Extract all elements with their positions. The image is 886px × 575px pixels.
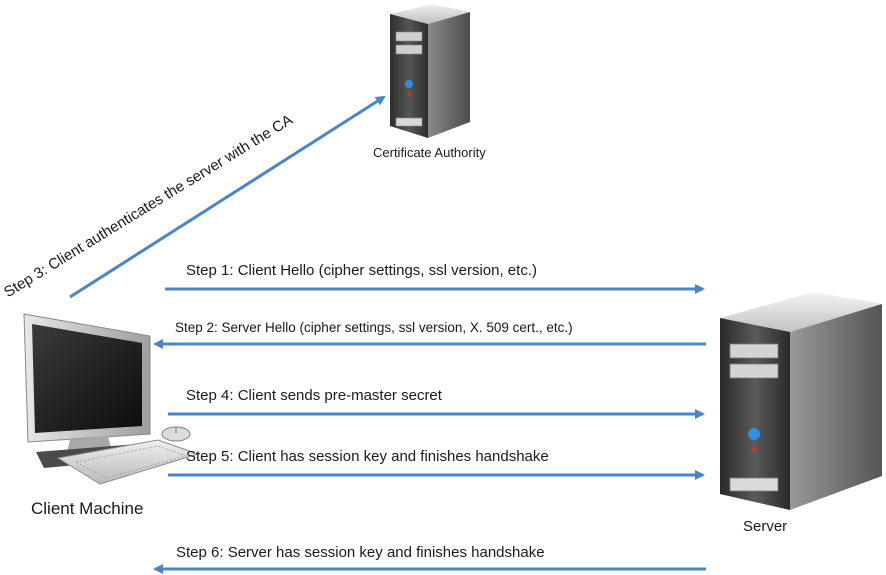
server-label: Server bbox=[743, 518, 788, 535]
client-machine-label: Client Machine bbox=[31, 499, 144, 518]
desktop-computer-icon bbox=[23, 313, 200, 485]
step5-label: Step 5: Client has session key and finis… bbox=[186, 448, 549, 465]
step4-label: Step 4: Client sends pre-master secret bbox=[186, 387, 442, 404]
step2-label: Step 2: Server Hello (cipher settings, s… bbox=[175, 320, 573, 335]
server-tower-icon bbox=[720, 292, 882, 510]
certificate-authority-server-icon bbox=[390, 4, 470, 138]
step1-label: Step 1: Client Hello (cipher settings, s… bbox=[186, 262, 537, 279]
step6-label: Step 6: Server has session key and finis… bbox=[176, 544, 545, 561]
step3-arrow bbox=[69, 95, 386, 299]
certificate-authority-label: Certificate Authority bbox=[373, 145, 486, 160]
